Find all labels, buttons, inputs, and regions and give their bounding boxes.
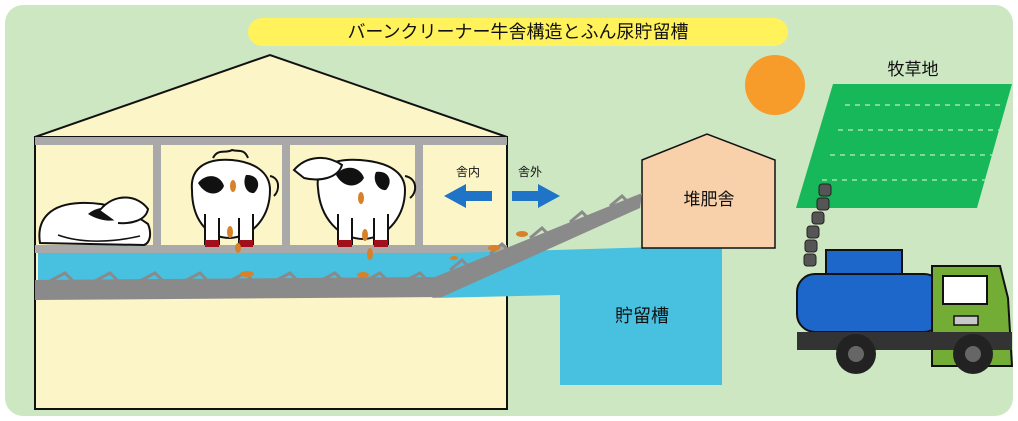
title-text: バーンクリーナー牛舎構造とふん尿貯留槽 (347, 22, 688, 43)
barn-stall-divider-2 (282, 137, 290, 247)
slurry-hose (803, 183, 832, 267)
pasture-label: 牧草地 (888, 60, 939, 80)
storage-tank-body (432, 245, 722, 385)
sun-icon (745, 55, 805, 115)
slurry-truck (796, 249, 1014, 374)
compost-shed: 堆肥舎 (641, 133, 776, 249)
arrow-inside (444, 184, 492, 208)
manure-droppings (227, 226, 528, 278)
truck-tank-top (825, 249, 903, 275)
direction-arrows: 舎内 舎外 (444, 165, 560, 208)
barn-stall-divider-1 (153, 137, 161, 247)
truck-tank (796, 273, 943, 333)
pasture: 牧草地 (796, 60, 1012, 208)
pasture-field (796, 84, 1012, 208)
arrow-outside (512, 184, 560, 208)
conveyor-belt (35, 193, 642, 300)
storage-tank: 貯留槽 (432, 245, 722, 385)
storage-tank-label: 貯留槽 (615, 306, 669, 327)
outside-label: 舎外 (518, 165, 542, 179)
cow-lying (38, 196, 152, 247)
barn-ceiling-beam (35, 137, 507, 145)
compost-shed-label: 堆肥舎 (684, 190, 735, 210)
title-banner: バーンクリーナー牛舎構造とふん尿貯留槽 (248, 18, 788, 46)
barn-stall-divider-3 (415, 137, 423, 247)
truck-door-handle (953, 315, 979, 326)
barn-floor (35, 245, 507, 253)
truck-window (942, 275, 988, 305)
cow-standing-1 (190, 148, 280, 247)
cow-standing-2 (292, 157, 417, 247)
compost-shed-body (641, 133, 776, 249)
inside-label: 舎内 (456, 165, 480, 179)
